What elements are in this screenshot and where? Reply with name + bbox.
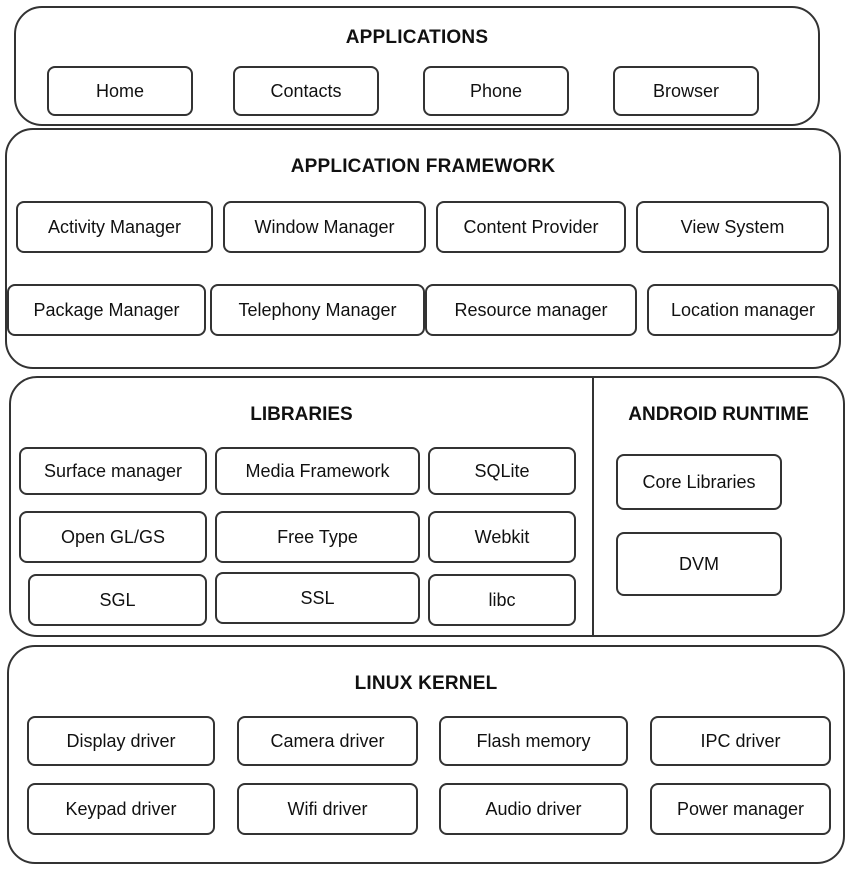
applications-title: APPLICATIONS — [345, 27, 489, 48]
display-driver-box: Display driver — [27, 716, 215, 766]
webkit-box: Webkit — [428, 511, 576, 563]
kernel-title: LINUX KERNEL — [354, 673, 498, 694]
wifi-driver-box: Wifi driver — [237, 783, 418, 835]
camera-driver-box: Camera driver — [237, 716, 418, 766]
window-manager-box: Window Manager — [223, 201, 426, 253]
phone-box: Phone — [423, 66, 569, 116]
home-box: Home — [47, 66, 193, 116]
libraries-runtime-divider — [592, 378, 594, 635]
sgl-box: SGL — [28, 574, 207, 626]
kernel-layer: LINUX KERNEL Display driver Camera drive… — [7, 645, 845, 864]
libc-box: libc — [428, 574, 576, 626]
power-manager-box: Power manager — [650, 783, 831, 835]
ipc-driver-box: IPC driver — [650, 716, 831, 766]
free-type-box: Free Type — [215, 511, 420, 563]
runtime-title: ANDROID RUNTIME — [628, 404, 809, 425]
activity-manager-box: Activity Manager — [16, 201, 213, 253]
keypad-driver-box: Keypad driver — [27, 783, 215, 835]
view-system-box: View System — [636, 201, 829, 253]
browser-box: Browser — [613, 66, 759, 116]
media-framework-box: Media Framework — [215, 447, 420, 495]
audio-driver-box: Audio driver — [439, 783, 628, 835]
opengl-box: Open GL/GS — [19, 511, 207, 563]
sqlite-box: SQLite — [428, 447, 576, 495]
contacts-box: Contacts — [233, 66, 379, 116]
libraries-title: LIBRARIES — [250, 404, 353, 425]
flash-memory-box: Flash memory — [439, 716, 628, 766]
package-manager-box: Package Manager — [7, 284, 206, 336]
core-libraries-box: Core Libraries — [616, 454, 782, 510]
location-manager-box: Location manager — [647, 284, 839, 336]
dvm-box: DVM — [616, 532, 782, 596]
resource-manager-box: Resource manager — [425, 284, 637, 336]
surface-manager-box: Surface manager — [19, 447, 207, 495]
libraries-runtime-layer: LIBRARIES Surface manager Media Framewor… — [9, 376, 845, 637]
framework-title: APPLICATION FRAMEWORK — [290, 156, 556, 177]
applications-layer: APPLICATIONS Home Contacts Phone Browser — [14, 6, 820, 126]
framework-layer: APPLICATION FRAMEWORK Activity Manager W… — [5, 128, 841, 369]
telephony-manager-box: Telephony Manager — [210, 284, 425, 336]
content-provider-box: Content Provider — [436, 201, 626, 253]
ssl-box: SSL — [215, 572, 420, 624]
